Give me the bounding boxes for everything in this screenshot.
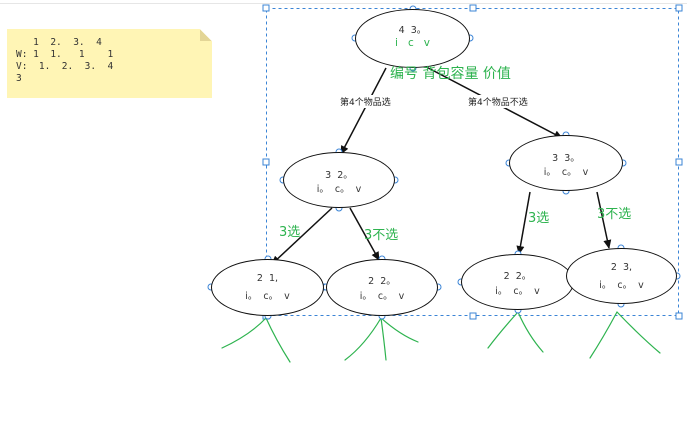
stroke-leaf4-left bbox=[589, 311, 618, 359]
selection-handle-se bbox=[675, 312, 683, 320]
mid-right-node[interactable]: 3 3。 i。 c。 v bbox=[509, 135, 623, 191]
note-line-weights: W: 1 1. 1 1 bbox=[16, 49, 114, 60]
stroke-leaf2-right bbox=[380, 317, 419, 343]
note-line-capacity: 3 bbox=[16, 73, 22, 84]
edge-midleft-to-leaf2[interactable] bbox=[349, 207, 380, 261]
mid-left-node-fields: i。 c。 v bbox=[316, 184, 362, 195]
leaf-node-1[interactable]: 2 1, i。 c。 v bbox=[211, 259, 324, 316]
mid-left-node-values: 3 2。 bbox=[325, 170, 353, 181]
selection-handle-e bbox=[675, 158, 683, 166]
top-divider bbox=[0, 3, 687, 4]
leaf-node-3[interactable]: 2 2。 i。 c。 v bbox=[461, 254, 574, 310]
leaf-node-2[interactable]: 2 2。 i。 c。 v bbox=[326, 259, 438, 316]
leaf-2-values: 2 2。 bbox=[368, 276, 396, 287]
sticky-note[interactable]: 1 2. 3. 4 W: 1 1. 1 1 V: 1. 2. 3. 4 3 bbox=[7, 29, 212, 98]
edge-midright-to-leaf3[interactable] bbox=[516, 191, 531, 255]
root-node-fields: i c v bbox=[395, 37, 430, 49]
edge-midleft-to-leaf1[interactable] bbox=[271, 207, 333, 265]
label-mid-left-skip: 3不选 bbox=[364, 228, 399, 243]
selection-handle-w bbox=[262, 158, 270, 166]
edge-label-pick-item4: 第4个物品选 bbox=[339, 95, 392, 108]
root-node[interactable]: 4 3。 i c v bbox=[355, 9, 470, 68]
mid-right-node-fields: i。 c。 v bbox=[543, 167, 589, 178]
edge-root-to-left[interactable] bbox=[340, 67, 387, 155]
mid-left-node[interactable]: 3 2。 i。 c。 v bbox=[283, 152, 395, 208]
green-branch-strokes bbox=[221, 311, 661, 363]
label-mid-right-skip: 3不选 bbox=[597, 207, 632, 222]
leaf-1-values: 2 1, bbox=[256, 273, 279, 284]
stroke-leaf1-left bbox=[221, 317, 267, 349]
stroke-leaf2-mid bbox=[380, 317, 387, 361]
stroke-leaf3-left bbox=[487, 311, 519, 349]
root-field-caption: 编号 背包容量 价值 bbox=[390, 66, 511, 82]
label-mid-left-pick: 3选 bbox=[279, 225, 301, 240]
stroke-leaf2-left bbox=[344, 317, 382, 361]
leaf-1-fields: i。 c。 v bbox=[245, 291, 290, 302]
label-mid-right-pick: 3选 bbox=[528, 211, 550, 226]
root-node-values: 4 3。 bbox=[398, 25, 427, 36]
stroke-leaf4-right bbox=[616, 311, 661, 354]
edge-label-skip-item4: 第4个物品不选 bbox=[467, 95, 529, 108]
edge-midright-to-leaf4[interactable] bbox=[596, 191, 612, 249]
stroke-leaf3-right bbox=[517, 311, 544, 353]
note-line-values: V: 1. 2. 3. 4 bbox=[16, 61, 114, 72]
leaf-node-4[interactable]: 2 3, i。 c。 v bbox=[566, 248, 677, 304]
leaf-4-fields: i。 c。 v bbox=[599, 280, 644, 291]
leaf-3-fields: i。 c。 v bbox=[495, 286, 540, 297]
leaf-2-fields: i。 c。 v bbox=[359, 291, 405, 302]
selection-handle-nw bbox=[262, 4, 270, 12]
stroke-leaf1-right bbox=[265, 317, 291, 363]
leaf-3-values: 2 2。 bbox=[503, 271, 532, 282]
selection-handles[interactable] bbox=[262, 4, 683, 320]
leaf-4-values: 2 3, bbox=[610, 262, 633, 273]
note-line-indices: 1 2. 3. 4 bbox=[16, 37, 102, 48]
mid-right-node-values: 3 3。 bbox=[552, 153, 580, 164]
selection-handle-ne bbox=[675, 4, 683, 12]
selection-handle-s bbox=[469, 312, 477, 320]
selection-handle-n bbox=[469, 4, 477, 12]
